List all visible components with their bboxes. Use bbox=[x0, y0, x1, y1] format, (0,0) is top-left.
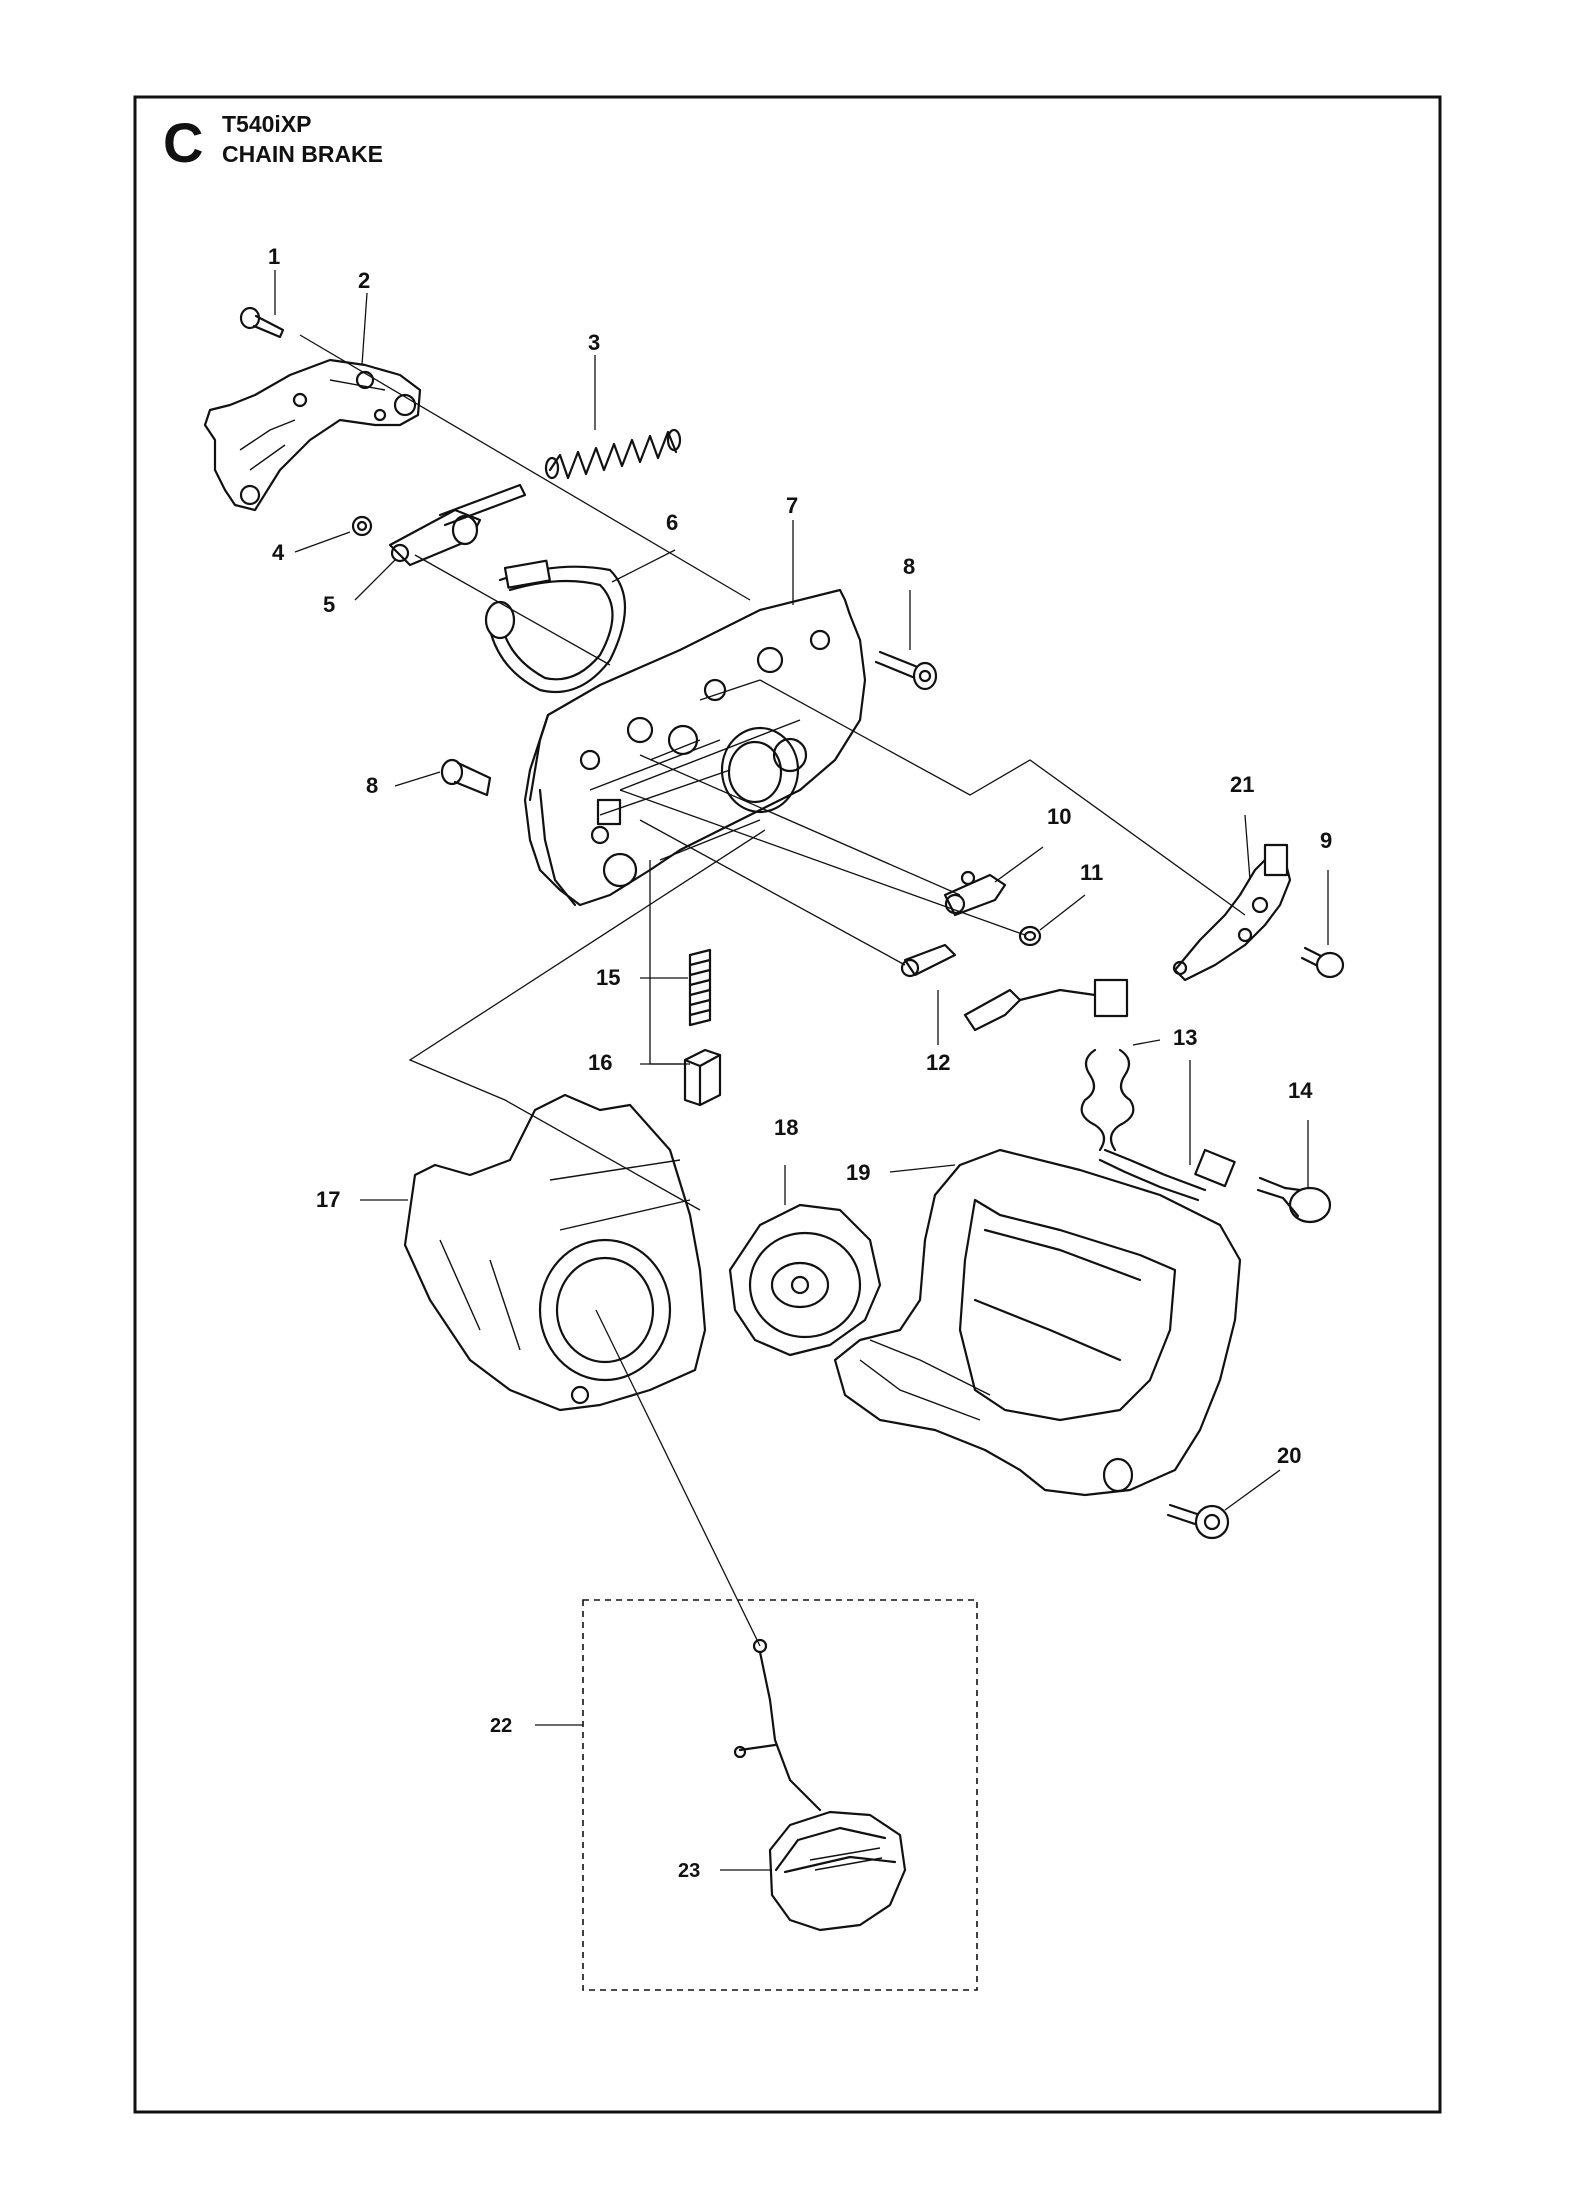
callout-1: 1 bbox=[268, 244, 280, 269]
callout-18: 18 bbox=[774, 1115, 798, 1140]
part-3-spring bbox=[544, 428, 682, 480]
part-22-retaining-wire bbox=[733, 1638, 822, 1812]
callout-19: 19 bbox=[846, 1160, 870, 1185]
kit-box-22 bbox=[582, 1599, 978, 1991]
callout-7: 7 bbox=[786, 493, 798, 518]
model-name: T540iXP bbox=[222, 111, 312, 137]
callout-4: 4 bbox=[272, 540, 285, 565]
callout-8-left: 8 bbox=[366, 773, 378, 798]
callout-11: 11 bbox=[1080, 860, 1103, 885]
callout-6: 6 bbox=[666, 510, 678, 535]
part-13-brake-cable bbox=[963, 978, 1236, 1202]
callout-17: 17 bbox=[316, 1187, 340, 1212]
leader-lines bbox=[274, 270, 1329, 1871]
part-5-link bbox=[388, 483, 527, 567]
callout-3: 3 bbox=[588, 330, 600, 355]
callout-23: 23 bbox=[678, 1860, 700, 1882]
part-19-front-handle bbox=[833, 1148, 1242, 1497]
callout-13: 13 bbox=[1173, 1025, 1197, 1050]
part-8-screw-top bbox=[874, 650, 938, 691]
part-18-clutch-drum bbox=[728, 1203, 882, 1357]
callout-9: 9 bbox=[1320, 828, 1332, 853]
part-7-chain-brake-housing bbox=[523, 588, 867, 907]
part-1-screw bbox=[239, 306, 285, 339]
part-23-filler-cap bbox=[768, 1810, 907, 1932]
callout-10: 10 bbox=[1047, 804, 1071, 829]
part-21-trigger-lever bbox=[1172, 843, 1292, 982]
callout-labels: 1 2 3 4 5 6 7 8 8 9 10 11 12 13 14 15 16… bbox=[268, 244, 1332, 1882]
part-12-link bbox=[900, 943, 957, 978]
part-10-lever bbox=[943, 870, 1007, 917]
part-14-adjuster bbox=[1256, 1176, 1332, 1224]
callout-22: 22 bbox=[490, 1715, 512, 1737]
section-letter: C bbox=[163, 111, 203, 174]
callout-15: 15 bbox=[596, 965, 620, 990]
diagram-title: CHAIN BRAKE bbox=[222, 141, 383, 167]
part-20-screw bbox=[1166, 1503, 1230, 1540]
callout-21: 21 bbox=[1230, 772, 1254, 797]
part-4-washer bbox=[351, 515, 373, 537]
part-9-screw bbox=[1300, 946, 1345, 979]
callout-12: 12 bbox=[926, 1050, 950, 1075]
callout-20: 20 bbox=[1277, 1443, 1301, 1468]
callout-8-top: 8 bbox=[903, 554, 915, 579]
part-6-brake-band bbox=[484, 559, 626, 694]
page-frame bbox=[133, 95, 1442, 2114]
callout-5: 5 bbox=[323, 592, 335, 617]
callout-16: 16 bbox=[588, 1050, 612, 1075]
part-15-spring bbox=[688, 948, 712, 1027]
callout-14: 14 bbox=[1288, 1078, 1313, 1103]
callout-2: 2 bbox=[358, 268, 370, 293]
part-16-block bbox=[683, 1048, 722, 1107]
part-11-washer bbox=[1018, 925, 1042, 947]
part-2-brake-lever bbox=[203, 358, 422, 512]
part-17-cover bbox=[403, 1093, 707, 1412]
part-8-screw-left bbox=[440, 758, 492, 797]
